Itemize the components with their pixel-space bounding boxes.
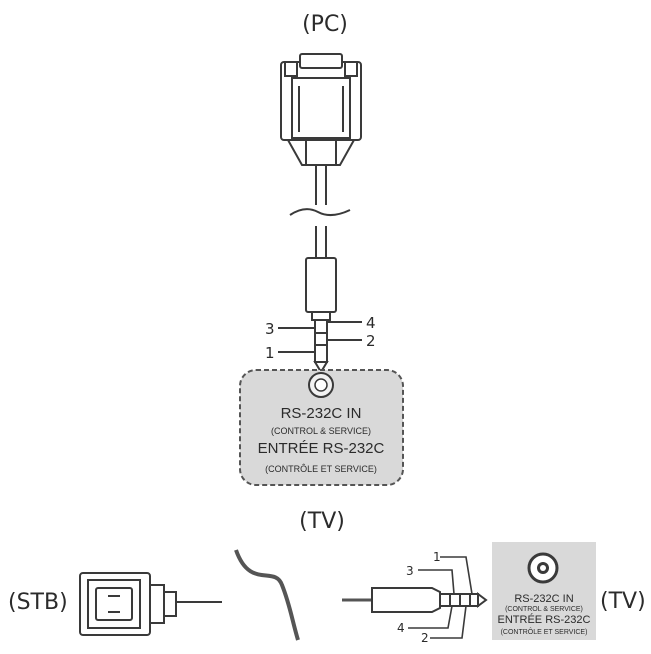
- panel-line2: (CONTROL & SERVICE): [271, 426, 371, 436]
- rs232c-jack-panel-small: RS-232C IN (CONTROL & SERVICE) ENTRÉE RS…: [492, 542, 596, 640]
- pc-label: (PC): [302, 12, 348, 37]
- pin-3-label-bottom: 3: [406, 564, 414, 578]
- panel-line4: (CONTRÔLE ET SERVICE): [265, 464, 377, 474]
- pin-1-label-bottom: 1: [433, 550, 441, 564]
- tv-label-right: (TV): [600, 589, 646, 614]
- pin-1-label: 1: [265, 344, 275, 362]
- pin-leaders-top: [278, 321, 362, 353]
- phone-plug-top: [305, 257, 337, 374]
- pin-4-label-bottom: 4: [397, 621, 405, 635]
- pin-leaders-bottom: [408, 556, 473, 639]
- pin-4-label: 4: [366, 314, 376, 332]
- small-panel-line3: ENTRÉE RS-232C: [498, 613, 591, 626]
- pin-2-label-bottom: 2: [421, 631, 429, 645]
- pin-2-label: 2: [366, 332, 376, 350]
- stb-label: (STB): [8, 590, 68, 615]
- panel-line3: ENTRÉE RS-232C: [258, 440, 385, 457]
- panel-line1: RS-232C IN: [281, 405, 362, 422]
- rs232c-jack-panel: RS-232C IN (CONTROL & SERVICE) ENTRÉE RS…: [239, 369, 404, 486]
- dsub-connector-top: [280, 53, 362, 166]
- pin-3-label: 3: [265, 320, 275, 338]
- tv-label-top: (TV): [299, 509, 345, 534]
- cable-top: [289, 165, 351, 258]
- small-panel-line1: RS-232C IN: [514, 593, 573, 605]
- small-panel-line4: (CONTRÔLE ET SERVICE): [501, 627, 588, 636]
- cable-curve: [234, 549, 300, 641]
- dsub-connector-bottom: [79, 572, 177, 636]
- phone-plug-bottom: [371, 587, 488, 613]
- small-panel-line2: (CONTROL & SERVICE): [505, 606, 583, 613]
